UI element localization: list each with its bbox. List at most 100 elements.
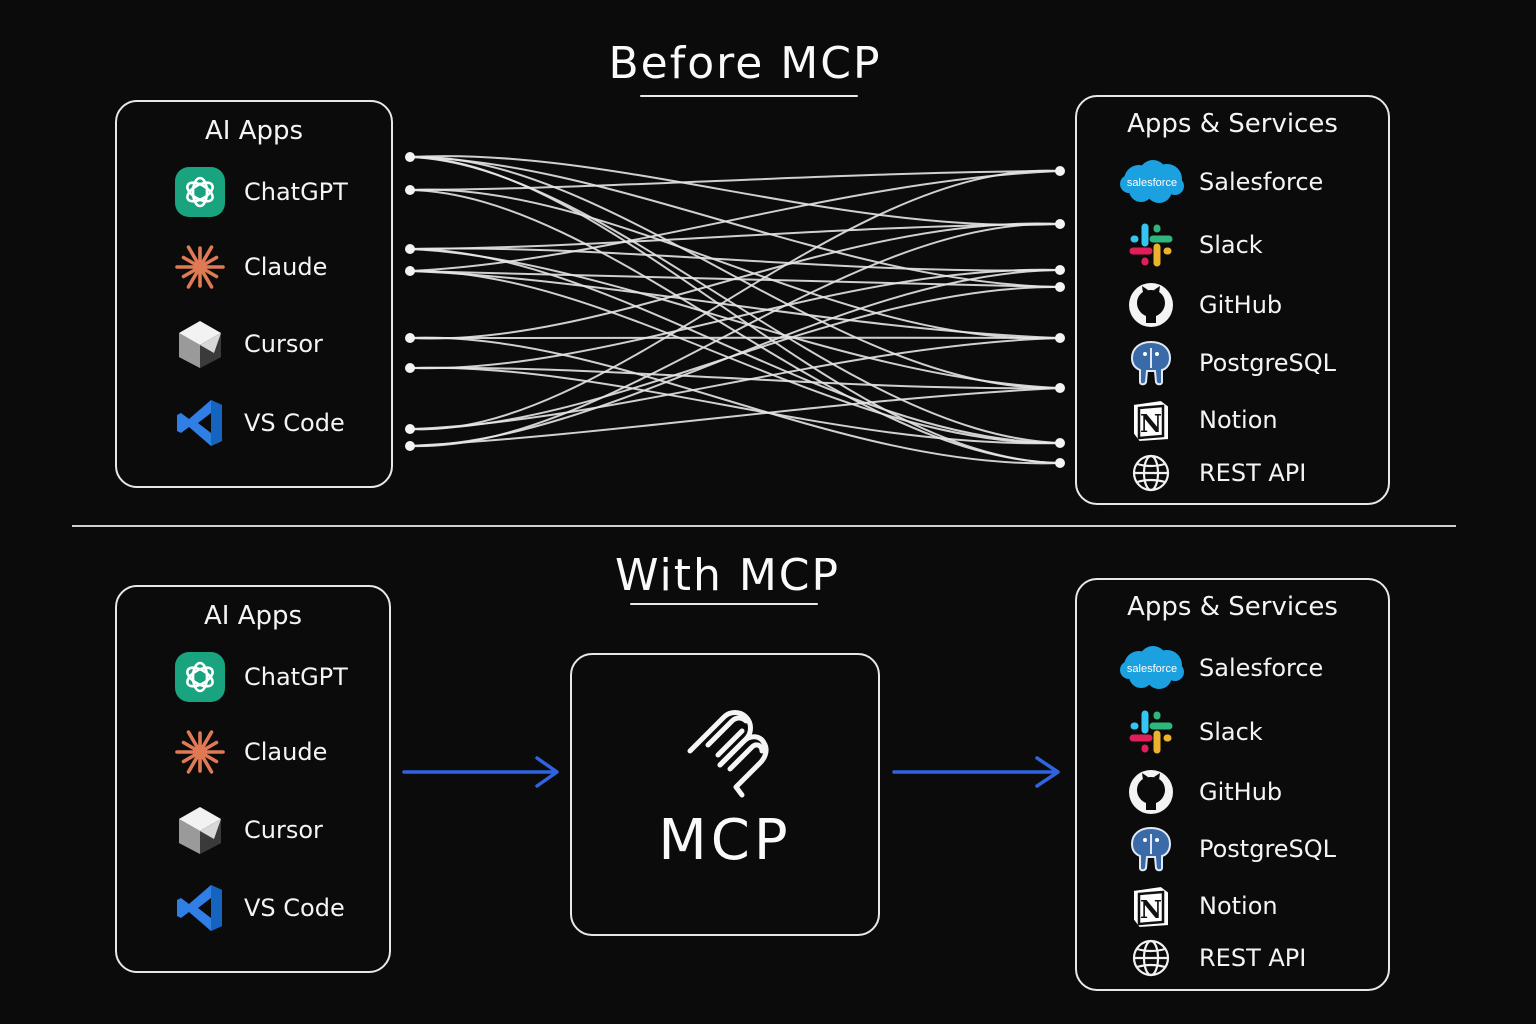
github-icon <box>1123 764 1179 820</box>
bottom-svc-label-notion: Notion <box>1199 892 1278 920</box>
left-connection-dot <box>405 363 415 373</box>
connection-line <box>409 222 1061 340</box>
cursor-icon <box>172 316 228 372</box>
slack-icon <box>1123 217 1179 273</box>
top-ai-label-vscode: VS Code <box>244 409 345 437</box>
right-connection-dot <box>1055 166 1065 176</box>
top-ai-item-vscode: VS Code <box>172 395 345 451</box>
connection-line <box>409 156 1061 444</box>
left-connection-dot <box>405 333 415 343</box>
arrow-mcp-to-services <box>892 756 1060 788</box>
connection-line <box>409 270 1061 339</box>
connection-line <box>409 223 1061 250</box>
connection-line <box>409 269 1061 445</box>
connection-line <box>409 336 1061 465</box>
vscode-icon <box>172 880 228 936</box>
top-svc-label-salesforce: Salesforce <box>1199 168 1324 196</box>
connection-line <box>409 155 1061 226</box>
with-mcp-title: With MCP <box>614 550 841 601</box>
top-ai-apps-title: AI Apps <box>204 116 304 146</box>
connection-line <box>409 366 1061 390</box>
bottom-svc-item-github: GitHub <box>1123 764 1282 820</box>
bottom-ai-apps-box: AI Apps ChatGPT Claude Cursor VS Code <box>115 585 391 973</box>
top-ai-label-cursor: Cursor <box>244 330 323 358</box>
svg-text:salesforce: salesforce <box>1127 663 1177 675</box>
top-svc-item-notion: N Notion <box>1123 392 1278 448</box>
top-svc-label-github: GitHub <box>1199 291 1283 319</box>
connection-line <box>409 189 1061 464</box>
top-svc-label-notion: Notion <box>1199 406 1278 434</box>
bottom-services-box: Apps & Services salesforce Salesforce Sl… <box>1075 578 1390 991</box>
claude-icon <box>172 724 228 780</box>
connection-line <box>409 248 1061 444</box>
connection-line <box>409 270 1061 288</box>
bottom-ai-label-claude: Claude <box>244 738 328 766</box>
left-connection-dot <box>405 244 415 254</box>
left-connection-dot <box>405 266 415 276</box>
top-ai-apps-box: AI Apps ChatGPT Claude Cursor VS Code <box>115 100 393 488</box>
mcp-hub-label: MCP <box>658 808 792 873</box>
slack-icon <box>1123 704 1179 760</box>
arrow-ai-to-mcp <box>402 756 559 788</box>
right-connection-dot <box>1055 333 1065 343</box>
right-connection-dot <box>1055 383 1065 393</box>
bottom-svc-item-salesforce: salesforce Salesforce <box>1119 640 1323 696</box>
bottom-ai-label-vscode: VS Code <box>244 894 345 922</box>
svg-text:salesforce: salesforce <box>1127 177 1177 189</box>
connection-line <box>409 337 1061 430</box>
top-svc-item-postgresql: PostgreSQL <box>1123 335 1336 391</box>
top-svc-label-restapi: REST API <box>1199 459 1307 487</box>
connection-line <box>409 170 1061 272</box>
connection-line <box>409 366 1061 445</box>
connection-line <box>409 269 1061 447</box>
salesforce-icon: salesforce <box>1119 154 1185 210</box>
bottom-svc-label-restapi: REST API <box>1199 944 1307 972</box>
connection-line <box>409 336 1061 340</box>
bottom-ai-item-chatgpt: ChatGPT <box>172 649 348 705</box>
top-svc-item-salesforce: salesforce Salesforce <box>1119 154 1323 210</box>
bottom-svc-item-postgresql: PostgreSQL <box>1123 821 1336 877</box>
with-mcp-underline <box>630 603 818 605</box>
chatgpt-icon <box>172 649 228 705</box>
bottom-ai-item-cursor: Cursor <box>172 802 323 858</box>
postgresql-icon <box>1123 821 1179 877</box>
connection-line <box>409 170 1061 191</box>
globe-icon <box>1123 930 1179 986</box>
top-ai-item-claude: Claude <box>172 239 327 295</box>
bottom-ai-label-cursor: Cursor <box>244 816 323 844</box>
right-connection-dot <box>1055 282 1065 292</box>
postgresql-icon <box>1123 335 1179 391</box>
top-svc-item-slack: Slack <box>1123 217 1263 273</box>
cursor-icon <box>172 802 228 858</box>
github-icon <box>1123 277 1179 333</box>
top-svc-item-github: GitHub <box>1123 277 1282 333</box>
left-connection-dot <box>405 185 415 195</box>
left-connection-dot <box>405 424 415 434</box>
connection-line <box>409 387 1061 447</box>
bottom-svc-item-restapi: REST API <box>1123 930 1306 986</box>
mcp-hub-box: MCP <box>570 653 880 936</box>
mcp-logo-icon <box>684 710 769 801</box>
chatgpt-icon <box>172 164 228 220</box>
right-connection-dot <box>1055 458 1065 468</box>
connection-line <box>409 247 1061 272</box>
connection-line <box>409 156 1061 464</box>
top-ai-label-chatgpt: ChatGPT <box>244 178 348 206</box>
section-divider <box>72 525 1456 527</box>
bottom-svc-item-slack: Slack <box>1123 704 1263 760</box>
bottom-svc-item-notion: N Notion <box>1123 878 1278 934</box>
right-connection-dot <box>1055 265 1065 275</box>
claude-icon <box>172 239 228 295</box>
globe-icon <box>1123 445 1179 501</box>
bottom-services-title: Apps & Services <box>1127 592 1338 622</box>
connection-line <box>409 169 1061 431</box>
top-services-title: Apps & Services <box>1127 109 1338 139</box>
left-connection-dot <box>405 152 415 162</box>
vscode-icon <box>172 395 228 451</box>
top-svc-label-slack: Slack <box>1199 231 1263 259</box>
notion-icon: N <box>1123 392 1179 448</box>
bottom-svc-label-github: GitHub <box>1199 778 1283 806</box>
bottom-svc-label-postgresql: PostgreSQL <box>1199 835 1337 863</box>
connection-line <box>409 155 1061 390</box>
